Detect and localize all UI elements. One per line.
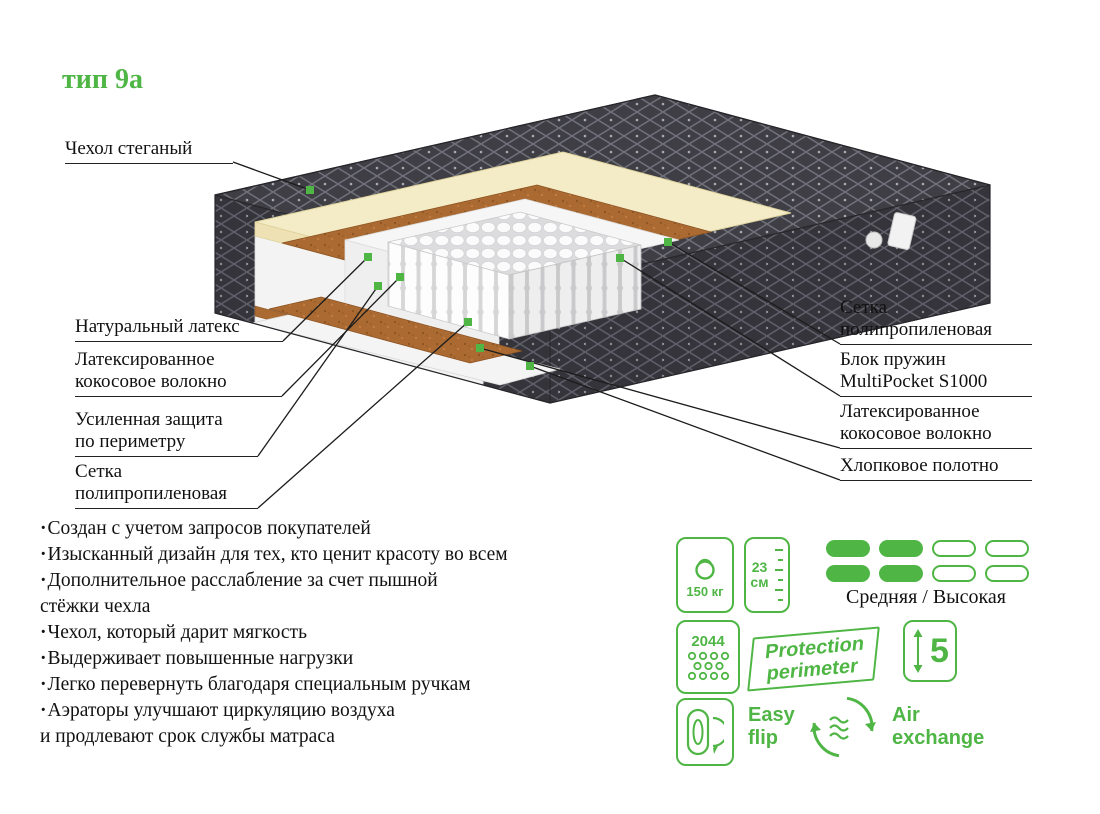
callout-line bbox=[281, 276, 401, 397]
firmness-capsule bbox=[879, 565, 923, 582]
callout-markers bbox=[306, 186, 672, 370]
callout-label-mesh-left: Сетка полипропиленовая bbox=[75, 461, 258, 509]
callout-lines bbox=[232, 161, 841, 509]
springs-right-face bbox=[508, 244, 642, 340]
air-exchange-label: Air exchange bbox=[892, 704, 984, 750]
feature-item: Дополнительное расслабление за счет пышн… bbox=[40, 568, 690, 620]
firmness-capsule bbox=[932, 540, 976, 557]
callout-line bbox=[257, 321, 469, 509]
callout-line bbox=[257, 285, 379, 457]
callout-text: полипропиленовая bbox=[840, 319, 993, 340]
mattress-cutaway bbox=[214, 94, 991, 404]
air-exchange-icon bbox=[810, 696, 876, 758]
mattress-outline bbox=[214, 94, 991, 404]
springs-grid-icon bbox=[687, 651, 730, 680]
callout-text: Усиленная защита bbox=[75, 409, 223, 430]
callout-marker bbox=[306, 186, 314, 194]
flip-mattress-icon bbox=[686, 708, 724, 756]
callout-marker bbox=[464, 318, 472, 326]
callout-marker bbox=[396, 273, 404, 281]
callout-label-perimeter: Усиленная защита по периметру bbox=[75, 409, 258, 457]
callout-label-cotton: Хлопковое полотно bbox=[840, 455, 1032, 481]
vertical-arrows-icon bbox=[913, 629, 923, 673]
callout-marker bbox=[526, 362, 534, 370]
callout-text: Натуральный латекс bbox=[75, 316, 240, 337]
callout-text: Чехол стеганый bbox=[65, 138, 193, 159]
height-unit: см bbox=[750, 574, 769, 590]
callout-label-cover: Чехол стеганый bbox=[65, 138, 233, 164]
air-exchange-text: exchange bbox=[892, 727, 985, 749]
callout-text: MultiPocket S1000 bbox=[840, 371, 988, 392]
callout-text: по периметру bbox=[75, 431, 186, 452]
callout-text: кокосовое волокно bbox=[75, 371, 227, 392]
feature-item: Выдерживает повышенные нагрузки bbox=[40, 646, 690, 672]
callout-text: полипропиленовая bbox=[75, 483, 228, 504]
feature-item: Аэраторы улучшают циркуляцию воздуха и п… bbox=[40, 698, 690, 750]
easy-flip-text: Easy bbox=[748, 704, 795, 726]
firmness-capsule bbox=[985, 540, 1029, 557]
callout-marker bbox=[374, 282, 382, 290]
callout-label-coir-left: Латексированное кокосовое волокно bbox=[75, 349, 282, 397]
callout-label-coir-right: Латексированное кокосовое волокно bbox=[840, 401, 1032, 449]
height-value: 23 bbox=[751, 559, 768, 575]
callout-text: Латексированное bbox=[75, 349, 215, 370]
zones-badge: 5 bbox=[903, 620, 957, 682]
callout-marker bbox=[476, 344, 484, 352]
callout-text: кокосовое волокно bbox=[840, 423, 992, 444]
height-badge: 23 см bbox=[744, 537, 790, 613]
aerator-vent bbox=[865, 231, 883, 249]
feature-item: Чехол, который дарит мягкость bbox=[40, 620, 690, 646]
easy-flip-text: flip bbox=[748, 727, 778, 749]
callout-line bbox=[619, 257, 841, 397]
firmness-capsule bbox=[826, 540, 870, 557]
callout-line bbox=[232, 161, 311, 191]
firmness-capsule bbox=[932, 565, 976, 582]
kettlebell-icon bbox=[695, 558, 715, 580]
springs-count-value: 2044 bbox=[691, 632, 725, 650]
springs-count-badge: 2044 bbox=[676, 620, 740, 694]
callout-line bbox=[529, 365, 841, 481]
callout-line bbox=[667, 241, 841, 345]
callout-marker bbox=[664, 238, 672, 246]
max-weight-badge: 150 кг bbox=[676, 537, 734, 613]
callout-text: Хлопковое полотно bbox=[840, 455, 999, 476]
callout-text: Латексированное bbox=[840, 401, 980, 422]
page-title: тип 9а bbox=[62, 64, 144, 95]
max-weight-value: 150 кг bbox=[686, 584, 724, 599]
ruler-icon bbox=[774, 549, 783, 601]
easy-flip-badge bbox=[676, 698, 734, 766]
feature-item: Создан с учетом запросов покупателей bbox=[40, 516, 690, 542]
firmness-capsule bbox=[985, 565, 1029, 582]
mattress-tag bbox=[887, 212, 917, 250]
callout-label-springs: Блок пружин MultiPocket S1000 bbox=[840, 349, 1032, 397]
firmness-scale bbox=[826, 540, 1029, 590]
springs-right-shade bbox=[509, 245, 641, 339]
feature-list: Создан с учетом запросов покупателей Изы… bbox=[40, 516, 690, 750]
feature-item: Легко перевернуть благодаря специальным … bbox=[40, 672, 690, 698]
easy-flip-label: Easy flip bbox=[748, 704, 795, 750]
callout-marker bbox=[616, 254, 624, 262]
callout-line bbox=[479, 347, 841, 449]
callout-text: Блок пружин bbox=[840, 349, 946, 370]
firmness-capsule bbox=[826, 565, 870, 582]
firmness-label: Средняя / Высокая bbox=[846, 586, 1006, 608]
air-exchange-badge bbox=[810, 694, 876, 760]
callout-marker bbox=[364, 253, 372, 261]
air-exchange-text: Air bbox=[892, 704, 920, 726]
callout-label-mesh-right: Сетка полипропиленовая bbox=[840, 297, 1032, 345]
zones-value: 5 bbox=[930, 631, 949, 670]
callout-text: Сетка bbox=[75, 461, 123, 482]
feature-item: Изысканный дизайн для тех, кто ценит кра… bbox=[40, 542, 690, 568]
callout-line bbox=[282, 256, 369, 342]
firmness-capsule bbox=[879, 540, 923, 557]
callout-label-latex: Натуральный латекс bbox=[75, 316, 283, 342]
callout-text: Сетка bbox=[840, 297, 888, 318]
